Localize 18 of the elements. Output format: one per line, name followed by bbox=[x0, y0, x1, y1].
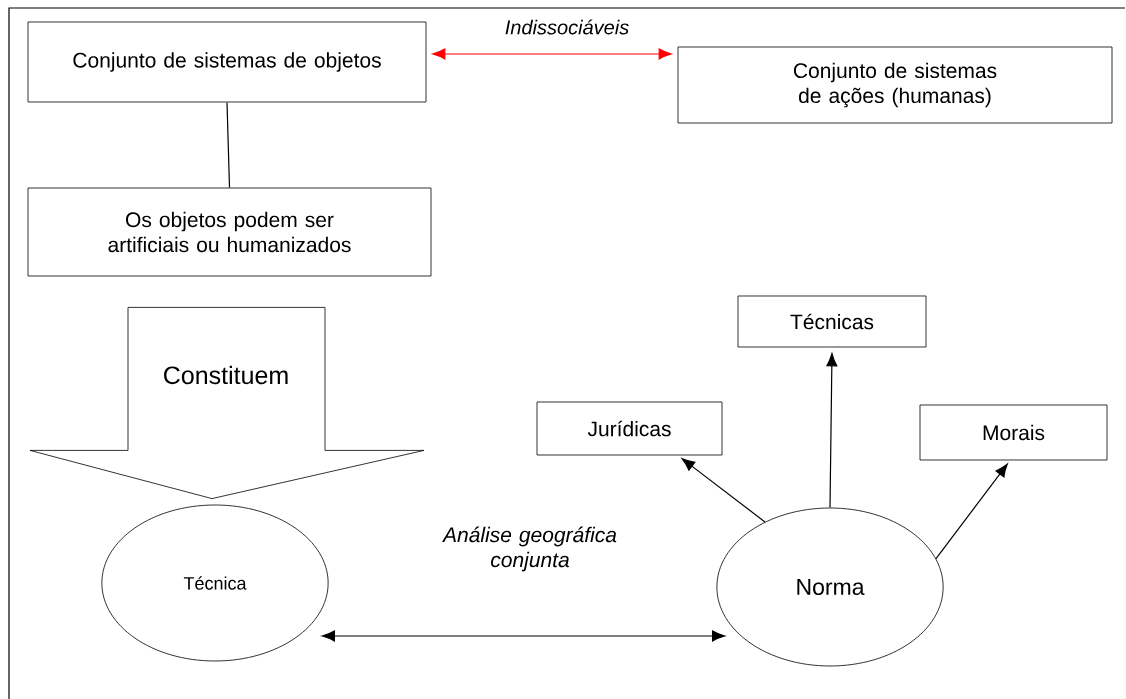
arrow bbox=[432, 48, 672, 60]
arrow bbox=[826, 353, 838, 509]
arrow bbox=[935, 463, 1008, 560]
arrow bbox=[321, 630, 726, 642]
text-box: Os objetos podem ser artificiais ou humanizados bbox=[27, 187, 432, 277]
edge-label: Constituem bbox=[164, 365, 288, 385]
ellipse-node: Técnica bbox=[101, 504, 329, 662]
edge-label: Análise geográfica conjunta bbox=[442, 526, 617, 572]
ellipse-node: Norma bbox=[716, 507, 944, 667]
block-arrow bbox=[29, 307, 425, 499]
text-box: Jurídicas bbox=[536, 401, 723, 456]
text-box: Conjunto de sistemas de objetos bbox=[27, 21, 427, 103]
connector-line bbox=[226, 101, 231, 189]
text-box: Conjunto de sistemas de ações (humanas) bbox=[677, 46, 1113, 124]
text-box: Técnicas bbox=[737, 295, 927, 348]
arrow bbox=[681, 458, 766, 523]
text-box: Morais bbox=[919, 404, 1108, 461]
edge-label: Indissociáveis bbox=[505, 19, 629, 35]
